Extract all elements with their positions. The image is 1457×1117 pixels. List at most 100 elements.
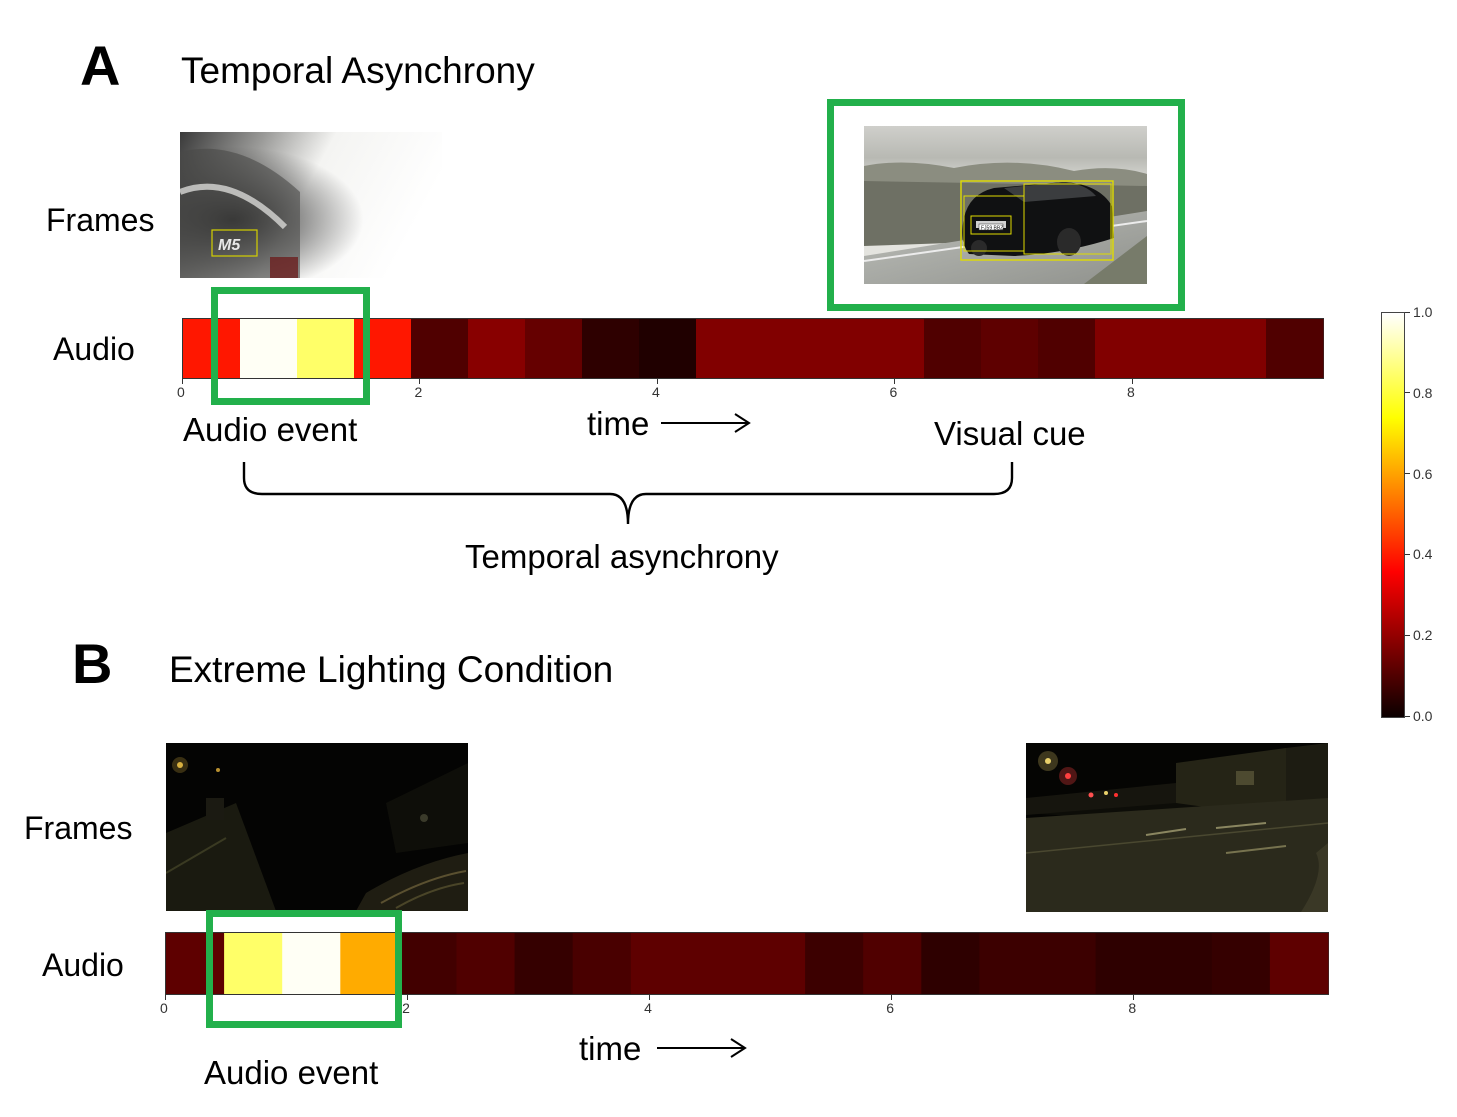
panel-a-title: Temporal Asynchrony [181,50,535,91]
colorbar-tick-label: 0.2 [1413,627,1433,644]
heatmap-cell [924,319,982,378]
heatmap-cell [468,319,526,378]
panel-b-title: Extreme Lighting Condition [169,649,614,690]
tick-mark [1132,995,1134,1000]
tick-mark [164,995,166,1000]
colorbar-tick-mark [1405,311,1410,313]
panel-a-frame-audio-event: M5 [180,132,442,278]
heatmap-cell [514,933,574,994]
colorbar [1381,312,1405,718]
colorbar-ticks: 0.0 0.2 0.4 0.6 0.8 1.0 [1405,305,1445,723]
heatmap-cell [981,319,1039,378]
panel-b-frames-label: Frames [24,810,133,846]
heatmap-cell [1266,319,1324,378]
tick-label: 6 [886,1000,895,1016]
heatmap-cell [398,933,457,994]
heatmap-cell [688,933,748,994]
heatmap-cell [753,319,811,378]
tick-label: 8 [1127,384,1135,400]
heatmap-cell [525,319,583,378]
panel-b-frame-visual-cue-image [1026,743,1328,912]
heatmap-cell [240,319,298,378]
heatmap-cell [282,933,341,994]
panel-a-time-label: time [587,405,650,442]
heatmap-cell [639,319,697,378]
heatmap-cell [863,933,922,994]
panel-b-audio-event-caption: Audio event [204,1054,379,1091]
heatmap-cell [1153,933,1213,994]
heatmap-cell [810,319,868,378]
panel-a-letter: A [80,34,121,97]
colorbar-tick-label: 0.0 [1413,708,1433,724]
heatmap-cell [411,319,469,378]
panel-b-letter: B [72,632,113,695]
colorbar-tick-mark [1405,634,1410,636]
panel-b-audio-label: Audio [42,947,124,983]
heatmap-cell [572,933,632,994]
panel-b-time-label: time [579,1030,642,1067]
heatmap-cell [1037,933,1097,994]
tick-label: 6 [889,384,898,400]
panel-a-audio-event-caption: Audio event [183,411,358,448]
panel-a-license-plate: FJ59 BBZ [981,226,1003,232]
colorbar-tick-label: 0.8 [1413,384,1433,401]
heatmap-cell [582,319,640,378]
heatmap-cell [1269,933,1329,994]
heatmap-cell [224,933,283,994]
colorbar-tick-label: 0.6 [1413,465,1433,482]
colorbar-tick-label: 0.4 [1413,546,1433,563]
heatmap-cell [1095,933,1155,994]
tick-label: 0 [177,384,185,400]
tick-label: 4 [644,1000,652,1016]
heatmap-cell [696,319,754,378]
panel-a-time-arrow [661,413,751,433]
panel-a-audio-heatmap [182,318,1324,379]
panel-a-heatmap-svg [183,319,1324,378]
colorbar-tick-mark [1405,392,1410,394]
heatmap-cell [1209,319,1267,378]
tick-mark [648,995,650,1000]
colorbar-tick-mark [1405,553,1410,555]
heatmap-cell [979,933,1038,994]
tick-mark [894,379,895,384]
tick-label: 8 [1128,1000,1137,1016]
panel-b-audio-event-highlight [206,910,402,1028]
heatmap-cell [456,933,516,994]
tick-mark [656,379,658,384]
heatmap-cell [747,933,806,994]
panel-a-badge-text: M5 [218,237,241,254]
heatmap-cell [867,319,925,378]
heatmap-cell [1038,319,1096,378]
heatmap-cell [1211,933,1271,994]
heatmap-cell [630,933,690,994]
panel-b-frame-visual-cue [1026,743,1328,912]
colorbar-gradient [1382,313,1404,717]
tick-label: 2 [402,1000,410,1016]
tick-label: 0 [160,1000,168,1016]
colorbar-tick-label: 1.0 [1413,304,1433,320]
temporal-asynchrony-brace [242,462,1014,525]
tick-mark [419,379,420,384]
heatmap-cell [297,319,355,378]
tick-mark [406,995,408,1000]
panel-a-frame-visual-cue-image: FJ59 BBZ [864,126,1147,284]
panel-b-audio-heatmap [165,932,1329,995]
panel-a-visual-cue-caption: Visual cue [934,415,1086,452]
panel-a-audio-label: Audio [53,331,135,367]
heatmap-cell [166,933,225,994]
heatmap-cell [1095,319,1153,378]
heatmap-cell [805,933,864,994]
panel-a-frame-visual-cue: FJ59 BBZ [864,126,1147,284]
panel-a-audio-event-highlight [211,287,370,405]
temporal-asynchrony-caption: Temporal asynchrony [465,538,779,575]
tick-mark [181,379,183,384]
panel-a-visual-cue-highlight [827,99,1185,311]
panel-b-frame-audio-event-image [166,743,468,911]
colorbar-tick-mark [1405,715,1410,717]
panel-b-axis-ticks: 0 2 4 6 8 [160,995,1329,1019]
panel-a-frames-label: Frames [46,202,155,238]
tick-mark [1131,379,1133,384]
panel-b-time-arrow [657,1038,747,1058]
heatmap-cell [340,933,399,994]
